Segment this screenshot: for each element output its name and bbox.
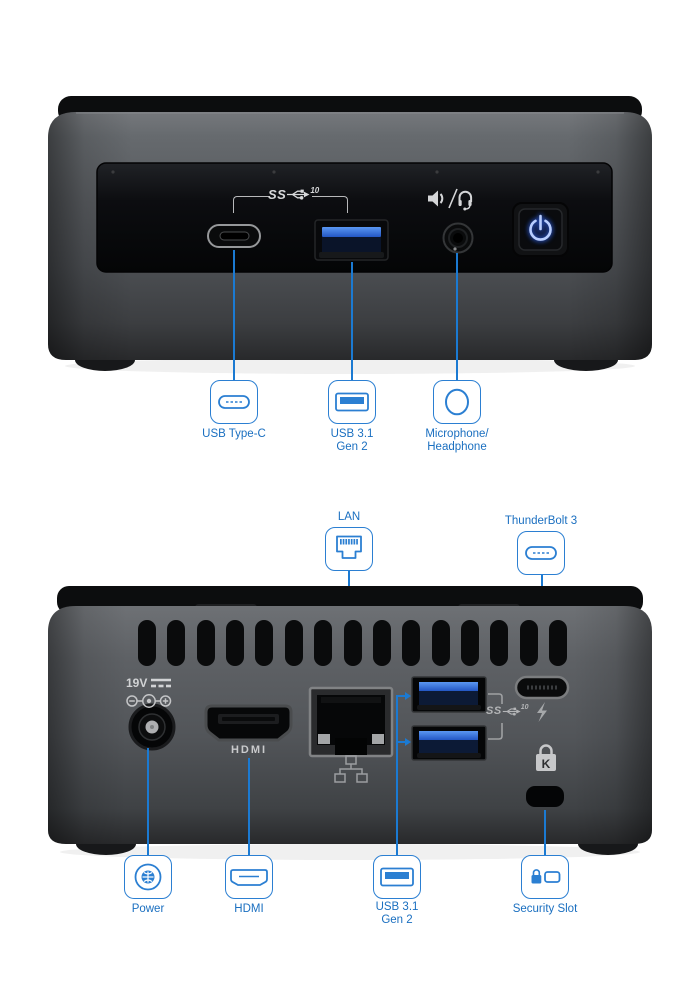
callout-line-security — [544, 810, 546, 855]
usb-c-icon — [525, 546, 557, 560]
kensington-letter: K — [542, 757, 551, 771]
callout-box-usb-31 — [328, 380, 376, 424]
front-audio-jack — [442, 222, 474, 254]
callout-label-thunderbolt: ThunderBolt 3 — [504, 515, 578, 527]
usb-a-icon — [335, 392, 369, 412]
callout-label-hdmi: HDMI — [234, 903, 264, 915]
thunderbolt-icon — [537, 702, 547, 722]
usb-back-line2: Gen 2 — [381, 914, 413, 926]
usb-branch-top — [397, 695, 406, 697]
ss-text: SS — [268, 187, 287, 202]
polarity-icon — [126, 694, 172, 708]
ss-sup: 10 — [310, 186, 320, 195]
lan-icon — [336, 535, 362, 559]
usb-speed-bracket-left — [233, 196, 270, 213]
usb-arrow-top — [405, 692, 411, 700]
lan-port — [308, 686, 394, 758]
callout-label-microphone: Microphone/ Headphone — [409, 428, 505, 454]
back-usb-speed-marking: SS 10 — [486, 703, 529, 718]
hdmi-port-label: HDMI — [230, 744, 268, 756]
power-jack — [128, 703, 176, 751]
callout-box-microphone — [433, 380, 481, 424]
callout-box-hdmi — [225, 855, 273, 899]
callout-box-power — [124, 855, 172, 899]
callout-label-lan: LAN — [337, 511, 361, 523]
panel-screws — [111, 170, 600, 174]
kensington-slot — [526, 786, 564, 807]
callout-line-usb-back — [396, 695, 398, 855]
back-usb-port-top — [411, 676, 487, 713]
usb-trident-icon — [502, 707, 521, 716]
dc-power-icon — [151, 678, 172, 688]
front-usb-a-port — [314, 219, 389, 261]
mic-line2: Headphone — [427, 441, 487, 453]
power-rating-marking: 19V — [126, 676, 172, 690]
vent-slots — [138, 620, 567, 666]
ss-sup: 10 — [520, 703, 529, 711]
hdmi-port — [204, 704, 293, 742]
network-icon — [334, 755, 368, 783]
security-lock-icon — [531, 869, 561, 884]
callout-line-hdmi — [248, 758, 250, 855]
usb-branch-bottom — [397, 741, 406, 743]
thunderbolt-port — [514, 675, 570, 700]
power-icon — [528, 213, 553, 243]
callout-line-usb-c — [233, 250, 235, 380]
power-button — [512, 202, 569, 257]
headset-icon — [458, 190, 473, 211]
callout-box-lan — [325, 527, 373, 571]
power-jack-icon — [134, 863, 162, 891]
front-usb-c-port — [207, 224, 261, 248]
back-usb-speed-bracket — [488, 693, 503, 740]
front-usb-speed-marking: SS 10 — [268, 186, 320, 202]
callout-label-security: Security Slot — [512, 903, 578, 915]
callout-line-audio — [456, 253, 458, 380]
callout-label-usb-type-c: USB Type-C — [202, 428, 266, 440]
callout-box-usb-type-c — [210, 380, 258, 424]
back-ground-shadow — [60, 844, 640, 860]
slash-divider — [448, 188, 458, 209]
audio-marking — [428, 188, 473, 211]
usb-c-icon — [218, 395, 250, 409]
callout-label-usb-back: USB 3.1 Gen 2 — [352, 901, 442, 927]
callout-box-security — [521, 855, 569, 899]
speaker-icon — [428, 190, 444, 207]
usb31-line1: USB 3.1 — [330, 428, 374, 440]
usb-speed-bracket-right — [312, 196, 348, 213]
ss-text: SS — [486, 705, 502, 717]
back-device: K — [48, 586, 652, 860]
audio-jack-icon — [445, 388, 469, 416]
front-device — [48, 96, 652, 374]
callout-box-thunderbolt — [517, 531, 565, 575]
usb31-line2: Gen 2 — [336, 441, 368, 453]
callout-box-usb-back — [373, 855, 421, 899]
power-rating-text: 19V — [126, 676, 148, 690]
usb-trident-icon — [287, 189, 310, 200]
callout-label-usb-31: USB 3.1 Gen 2 — [307, 428, 397, 454]
usb-a-icon — [380, 867, 414, 887]
usb-back-line1: USB 3.1 — [375, 901, 419, 913]
mic-line1: Microphone/ — [425, 428, 489, 440]
usb-arrow-bottom — [405, 738, 411, 746]
back-usb-port-bottom — [411, 725, 487, 761]
kensington-lock-icon: K — [536, 744, 556, 771]
callout-line-usb-a — [351, 262, 353, 380]
front-ground-shadow — [65, 358, 635, 374]
hdmi-icon — [230, 869, 268, 886]
callout-line-power — [147, 748, 149, 855]
callout-label-power: Power — [131, 903, 165, 915]
